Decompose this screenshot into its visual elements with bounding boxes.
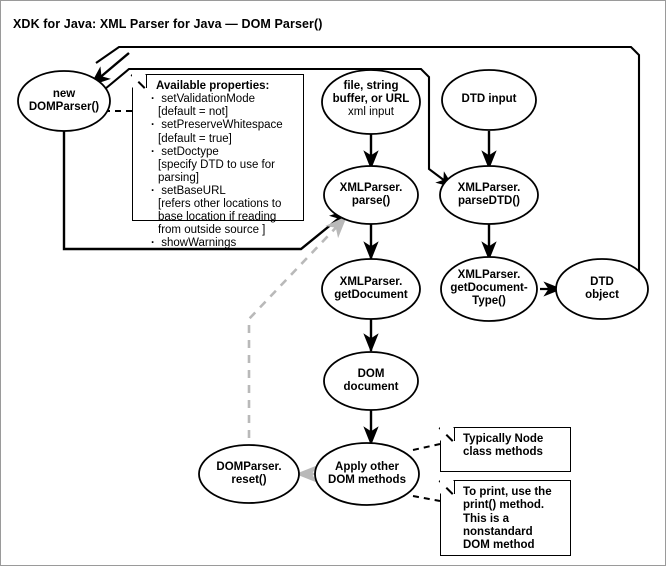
property-detail: [default = not] (158, 106, 229, 119)
note-line: Typically Node (463, 433, 544, 445)
connector-to-parse-dtd (104, 67, 455, 188)
node-get-document[interactable] (321, 258, 421, 320)
property-detail: parsing] (158, 171, 199, 184)
note-line: DOM method (463, 539, 535, 552)
property-item: showWarnings (148, 237, 297, 250)
note-available-properties: Available properties: setValidationMode … (130, 74, 304, 249)
property-detail: [specify DTD to use for (158, 158, 275, 171)
connector-note-print-method-link (412, 495, 441, 502)
note-line: To print, use the (463, 486, 552, 498)
property-detail: base location if reading (158, 211, 277, 224)
property-detail: from outside source ] (158, 224, 266, 237)
note-body: To print, use the print() method. This i… (441, 481, 570, 558)
property-item: setDoctype [specify DTD to use for parsi… (148, 146, 297, 185)
property-name: setValidationMode (161, 93, 255, 106)
node-dom-document[interactable] (323, 351, 419, 411)
note-body: Typically Node class methods (441, 428, 570, 465)
property-name: setPreserveWhitespace (161, 119, 283, 132)
property-name: showWarnings (161, 237, 237, 250)
property-item: setValidationMode [default = not] (148, 93, 297, 119)
node-get-document-type[interactable] (440, 256, 538, 322)
note-line: class methods (463, 446, 543, 459)
connector-note-node-methods-link (412, 443, 441, 451)
page-title: XDK for Java: XML Parser for Java — DOM … (13, 17, 323, 31)
node-xml-input[interactable] (321, 69, 421, 135)
node-dtd-object[interactable] (555, 258, 649, 320)
note-line: print() method. (463, 499, 545, 512)
note-line: This is a (463, 512, 510, 525)
node-reset[interactable] (198, 444, 300, 504)
note-line: nonstandard (463, 525, 533, 538)
note-body: Available properties: setValidationMode … (133, 75, 303, 256)
note-node-class-methods: Typically Node class methods (438, 427, 571, 472)
node-new-domparser[interactable] (17, 70, 111, 132)
property-name: setBaseURL (161, 184, 226, 197)
note-fold-corner-icon (438, 427, 455, 442)
property-detail: [refers other locations to (158, 198, 282, 211)
note-fold-corner-icon (130, 74, 147, 89)
node-apply-other-dom-methods[interactable] (314, 442, 420, 506)
property-name: setDoctype (161, 145, 219, 158)
node-parse[interactable] (323, 165, 419, 225)
note-print-method: To print, use the print() method. This i… (438, 480, 571, 558)
property-item: setBaseURL [refers other locations to ba… (148, 185, 297, 237)
node-dtd-input[interactable] (441, 69, 537, 131)
property-item: setPreserveWhitespace [default = true] (148, 119, 297, 145)
connector-reset-to-parse-dashed (247, 215, 348, 453)
node-parse-dtd[interactable] (439, 165, 539, 225)
note-lines: To print, use the print() method. This i… (463, 486, 564, 553)
property-detail: [default = true] (158, 132, 232, 145)
note-lines: Typically Node class methods (463, 433, 564, 460)
note-heading: Available properties: (156, 80, 270, 92)
note-fold-corner-icon (438, 480, 455, 495)
properties-list: setValidationMode [default = not] setPre… (140, 93, 297, 250)
